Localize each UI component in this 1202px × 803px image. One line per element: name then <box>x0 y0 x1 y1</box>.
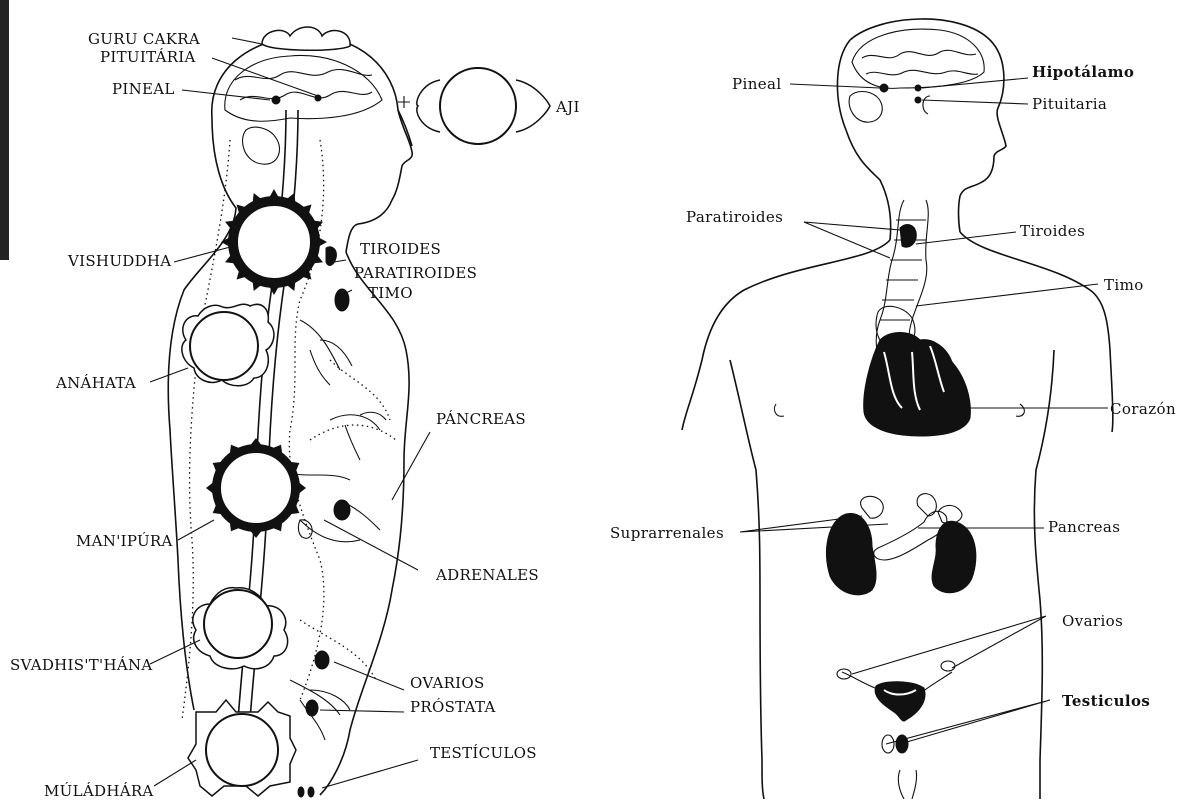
right-groin-lines <box>898 770 916 799</box>
right-ovary-right <box>941 661 955 671</box>
right-heart <box>864 333 971 437</box>
right-figure: Pineal Hipotálamo Pituitaria Paratiroide… <box>610 19 1176 799</box>
scan-edge-shadow <box>0 0 9 260</box>
right-chest-mark-right <box>1016 404 1024 416</box>
chakra-spike <box>297 481 306 494</box>
label-r-timo: Timo <box>1104 276 1144 294</box>
right-testiculo-2 <box>896 735 908 753</box>
label-r-tiroides: Tiroides <box>1020 222 1085 240</box>
right-torso-right <box>960 232 1113 432</box>
left-tiroides-gland <box>326 247 336 266</box>
right-tiroides-gland <box>900 225 916 248</box>
right-head-outline <box>850 19 1006 232</box>
left-ovarios-gland <box>315 651 329 669</box>
label-r-pituitaria: Pituitaria <box>1032 95 1107 113</box>
vishuddha-chakra <box>221 189 327 295</box>
label-adrenales: ADRENALES <box>435 566 539 584</box>
label-ajna: AJI <box>555 98 580 116</box>
anahata-disc <box>190 312 258 380</box>
label-r-pancreas: Pancreas <box>1048 518 1120 536</box>
vishuddha-disc <box>237 205 311 279</box>
muladhara-chakra <box>188 700 296 796</box>
label-pancreas: PÁNCREAS <box>436 410 526 428</box>
left-brain-fold-2 <box>235 69 372 80</box>
left-front-body <box>320 252 409 795</box>
right-side-right <box>1034 350 1054 799</box>
label-r-suprarrenales: Suprarrenales <box>610 524 724 542</box>
right-uterus <box>875 682 925 721</box>
label-prostata: PRÓSTATA <box>410 698 496 716</box>
ajna-disc <box>440 68 516 144</box>
chakra-spike <box>249 438 262 447</box>
left-figure: GURU CAKRA PITUITÁRIA PINEAL AJI VISHUDD… <box>10 27 580 799</box>
left-brain <box>225 55 382 121</box>
label-timo: TIMO <box>368 284 413 302</box>
label-tiroides: TIROIDES <box>360 240 441 258</box>
left-testiculo-1 <box>298 787 304 797</box>
left-pancreas-gland <box>334 500 350 520</box>
svadhisthana-disc <box>204 590 272 658</box>
label-r-testiculos: Testiculos <box>1062 692 1150 710</box>
label-muladhara: MÚLÁDHÁRA <box>44 782 154 799</box>
ajna-left-petal <box>417 80 440 132</box>
muladhara-disc <box>206 714 278 786</box>
right-pancreas-head <box>917 494 936 516</box>
anahata-chakra <box>182 304 274 386</box>
label-pineal: PINEAL <box>112 80 175 98</box>
label-guru-cakra: GURU CAKRA <box>88 30 200 48</box>
right-brain-folds <box>862 50 978 75</box>
right-back-head <box>837 40 890 240</box>
label-pituitaria: PITUITÁRIA <box>100 48 196 66</box>
right-hipotalamo-dot <box>915 85 921 91</box>
svadhisthana-chakra <box>193 588 288 669</box>
right-adrenal-left <box>861 496 884 518</box>
ajna-right-petal <box>516 80 550 132</box>
label-r-ovarios: Ovarios <box>1062 612 1123 630</box>
label-r-corazon: Corazón <box>1110 400 1176 418</box>
ajna-chakra <box>398 68 550 144</box>
chakra-spike <box>318 237 327 247</box>
label-r-hipotalamo: Hipotálamo <box>1032 63 1134 81</box>
label-manipura: MAN'IPÚRA <box>76 532 173 550</box>
label-paratiroides: PARATIROIDES <box>354 264 477 282</box>
left-cerebellum <box>243 127 280 164</box>
right-ovary-left <box>837 669 851 679</box>
label-anahata: ANÁHATA <box>55 374 136 392</box>
label-vishuddha: VISHUDDHA <box>67 252 171 270</box>
left-testiculo-2 <box>308 787 314 797</box>
chakra-spike <box>269 189 279 198</box>
manipura-disc <box>220 452 292 524</box>
right-kidney-right <box>932 521 976 592</box>
right-cerebellum <box>849 92 882 123</box>
label-ovarios: OVARIOS <box>410 674 485 692</box>
chakra-spike <box>206 481 215 494</box>
right-side-left <box>730 360 764 799</box>
right-pituitaria-dot <box>915 97 921 103</box>
guru-cakra-lotus <box>262 27 350 50</box>
ajna-forehead-mark <box>398 96 410 108</box>
right-torso-left <box>682 240 890 430</box>
right-brain <box>852 29 984 88</box>
label-testiculos: TESTÍCULOS <box>430 744 537 762</box>
left-face-profile <box>398 110 412 146</box>
label-r-paratiroides: Paratiroides <box>686 208 783 226</box>
label-r-pineal: Pineal <box>732 75 782 93</box>
right-pineal-dot <box>880 84 888 92</box>
left-prostata-gland <box>306 700 318 716</box>
chakra-spike <box>249 529 262 538</box>
right-ear <box>923 96 930 114</box>
right-chest-mark-left <box>774 404 784 416</box>
label-svadhisthana: SVADHIS'T'HÁNA <box>10 656 153 674</box>
left-pineal-dot <box>272 96 280 104</box>
manipura-chakra <box>206 438 306 538</box>
